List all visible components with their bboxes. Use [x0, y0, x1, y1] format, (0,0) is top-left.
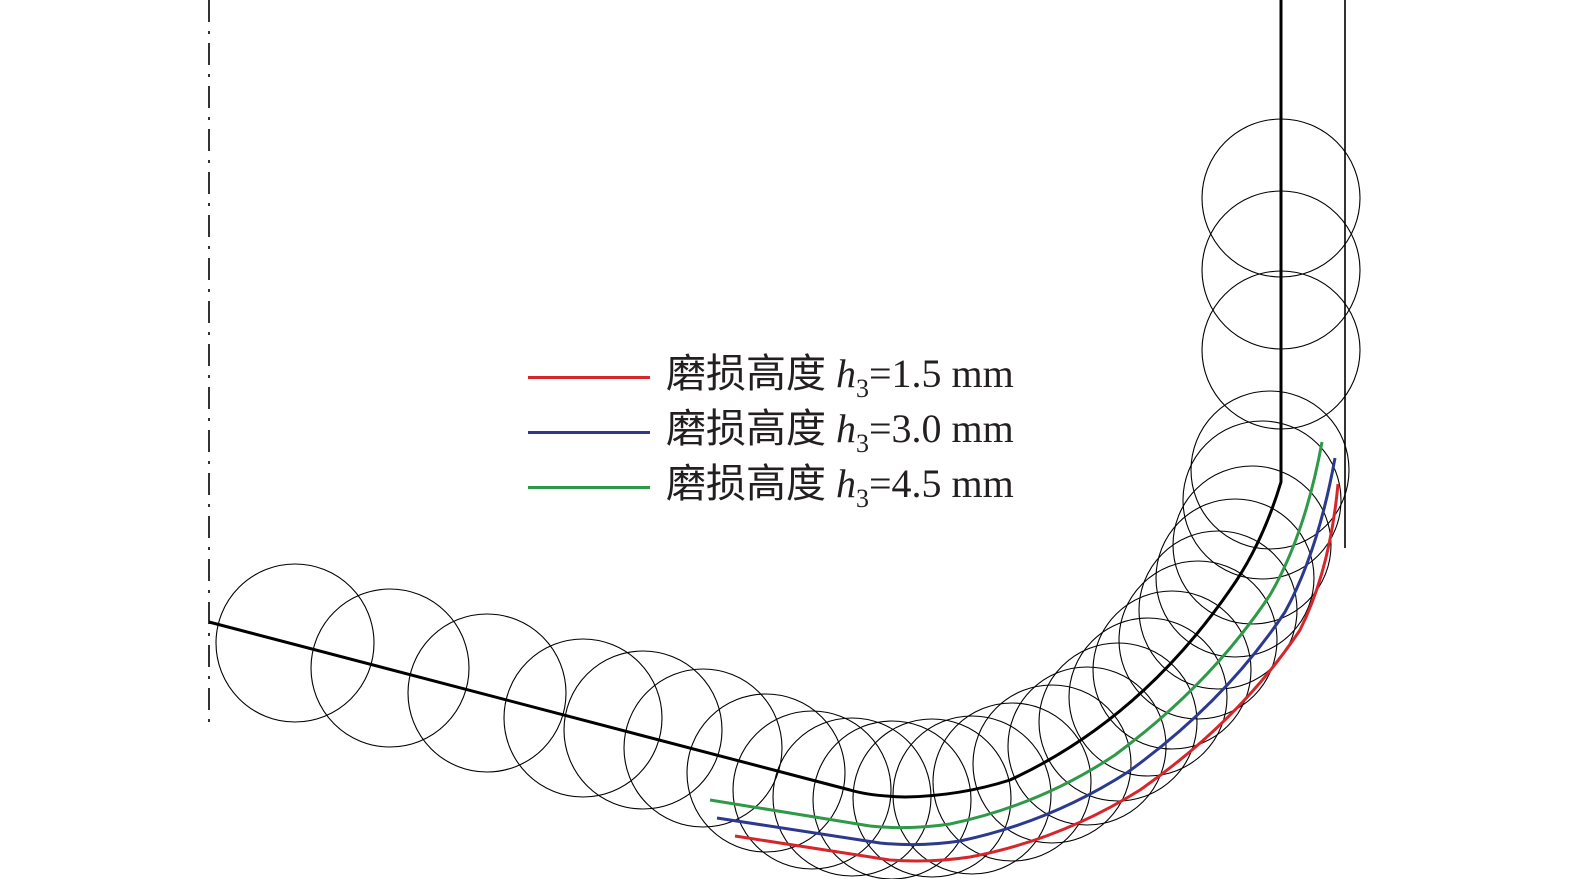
legend-swatch-red: [528, 376, 650, 379]
wheel-circle: [623, 668, 783, 828]
wheel-circle: [1068, 617, 1228, 777]
wheel-circle: [932, 702, 1092, 862]
wheel-circle: [407, 613, 567, 773]
legend-value: =4.5 mm: [869, 460, 1014, 506]
legend-subscript: 3: [856, 483, 869, 513]
tool-profile-line: [208, 0, 1283, 799]
legend-swatch-blue: [528, 431, 650, 434]
legend-label: 磨损高度: [666, 460, 826, 506]
legend-subscript: 3: [856, 428, 869, 458]
legend-label: 磨损高度: [666, 350, 826, 396]
wheel-circle: [310, 588, 470, 748]
legend-value: =1.5 mm: [869, 350, 1014, 396]
legend: 磨损高度 h3=1.5 mm 磨损高度 h3=3.0 mm 磨损高度 h3=4.…: [528, 350, 1014, 515]
legend-swatch-green: [528, 486, 650, 489]
wheel-circle: [972, 684, 1132, 844]
legend-symbol: h: [836, 405, 856, 451]
wheel-circle: [852, 718, 1012, 878]
legend-label: 磨损高度: [666, 405, 826, 451]
wheel-circle: [1182, 420, 1342, 580]
legend-subscript: 3: [856, 373, 869, 403]
wheel-circles: [215, 118, 1361, 879]
legend-item-4.5mm: 磨损高度 h3=4.5 mm: [528, 460, 1014, 515]
legend-value: =3.0 mm: [869, 405, 1014, 451]
legend-item-3.0mm: 磨损高度 h3=3.0 mm: [528, 405, 1014, 460]
wheel-circle: [686, 693, 846, 853]
wheel-circle: [503, 638, 663, 798]
wheel-circle: [812, 720, 972, 879]
wheel-circle: [1007, 666, 1167, 826]
wheel-circle: [1118, 560, 1278, 720]
wear-curve-1.5mm: [734, 483, 1340, 863]
wheel-circle: [215, 563, 375, 723]
wheel-circle: [1190, 390, 1350, 550]
wheel-circle: [1092, 590, 1252, 750]
legend-item-1.5mm: 磨损高度 h3=1.5 mm: [528, 350, 1014, 405]
wheel-circle: [1155, 498, 1315, 658]
wheel-circle: [563, 650, 723, 810]
wheel-circle: [1038, 642, 1198, 802]
wear-curve-3.0mm: [716, 457, 1337, 847]
wear-curve-4.5mm: [709, 441, 1324, 830]
wheel-circle: [1172, 465, 1332, 625]
legend-symbol: h: [836, 460, 856, 506]
wheel-circle: [732, 710, 892, 870]
legend-symbol: h: [836, 350, 856, 396]
